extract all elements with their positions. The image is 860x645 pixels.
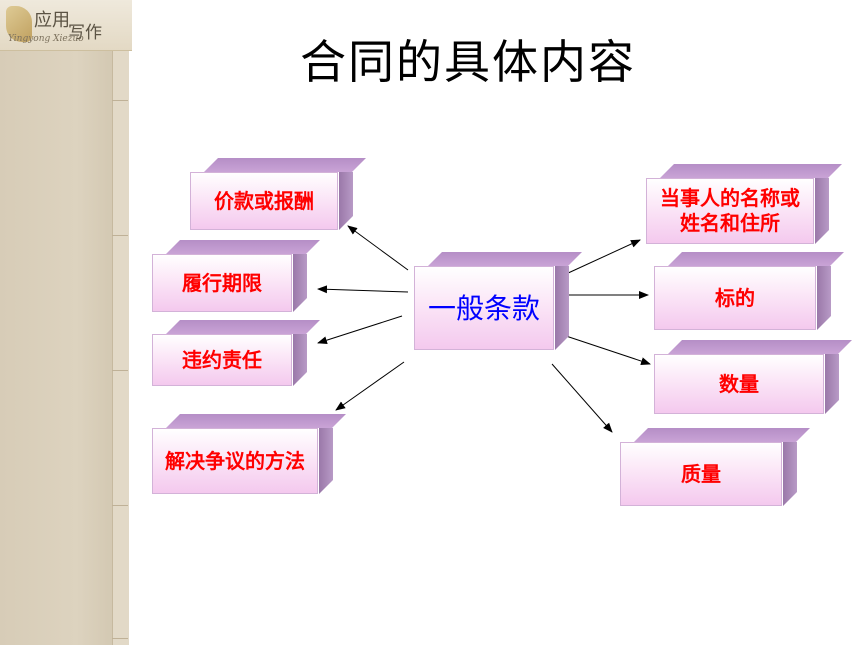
logo-emblem-icon [6, 6, 32, 42]
arrow-to-quantity [565, 335, 651, 365]
arrow-to-price [347, 225, 409, 271]
center-node: 一般条款 [414, 252, 582, 350]
node-quality: 质量 [620, 428, 810, 506]
sidebar-divider [112, 235, 128, 236]
logo-text-line1: 应用 [34, 10, 70, 31]
node-label: 价款或报酬 [214, 188, 314, 213]
node-label: 标的 [715, 285, 755, 310]
node-dispute-resolution: 解决争议的方法 [152, 414, 346, 494]
node-subject-matter: 标的 [654, 252, 844, 330]
node-parties: 当事人的名称或姓名和住所 [646, 164, 842, 244]
node-label: 质量 [681, 461, 721, 486]
node-label: 当事人的名称或姓名和住所 [660, 186, 800, 235]
logo-subtitle: Yingyong Xiezuo [8, 34, 84, 44]
arrow-to-parties [565, 239, 641, 275]
node-label: 违约责任 [182, 347, 262, 372]
node-performance-term: 履行期限 [152, 240, 320, 312]
center-node-label: 一般条款 [427, 291, 540, 325]
arrow-to-term [317, 285, 409, 294]
left-decorative-sidebar [0, 0, 129, 645]
node-label: 履行期限 [182, 270, 262, 295]
sidebar-strip [112, 50, 129, 645]
node-liability: 违约责任 [152, 320, 320, 386]
sidebar-divider [112, 505, 128, 506]
sidebar-divider [112, 638, 128, 639]
sidebar-divider [112, 370, 128, 371]
arrow-to-liability [317, 315, 403, 345]
sidebar-divider [112, 100, 128, 101]
arrow-to-dispute [335, 361, 405, 411]
node-label: 数量 [719, 371, 759, 396]
arrow-to-quality [551, 363, 613, 433]
logo-text-line2: 写作 [68, 23, 102, 43]
node-label: 解决争议的方法 [165, 448, 305, 473]
node-price: 价款或报酬 [190, 158, 366, 230]
app-logo: 应用 写作 Yingyong Xiezuo [0, 0, 132, 51]
page-title: 合同的具体内容 [300, 35, 636, 89]
node-quantity: 数量 [654, 340, 852, 414]
